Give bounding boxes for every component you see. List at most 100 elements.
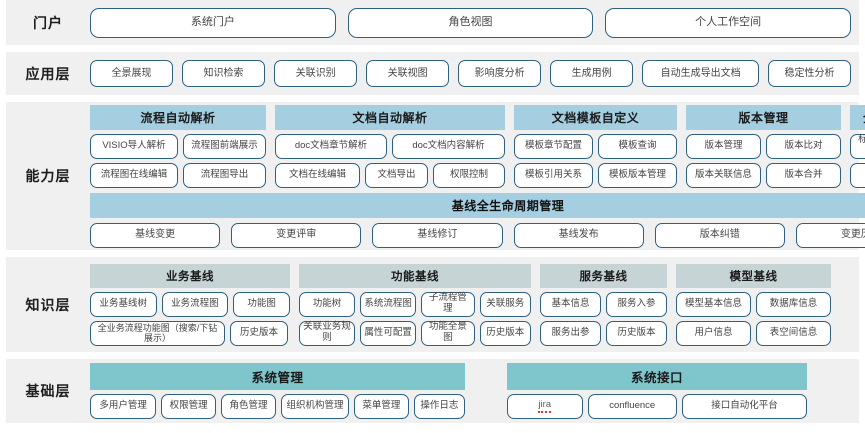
group-service-baseline: 服务基线 基本信息 服务入参 服务出参 历史版本 — [540, 263, 667, 346]
kn-item[interactable]: 历史版本 — [479, 320, 531, 346]
kn-item[interactable]: 系统流程图 — [360, 291, 417, 317]
group-model-baseline: 模型基线 模型基本信息 数据库信息 用户信息 表空间信息 — [676, 263, 831, 346]
kn-item[interactable]: 业务流程图 — [161, 291, 229, 317]
kn-item[interactable]: 功能全景图 — [421, 320, 475, 346]
group-title: 服务基线 — [540, 263, 667, 288]
group-row: 文档在线编辑 文档导出 权限控制 — [275, 162, 505, 188]
group-doc-template: 文档模板自定义 模板章节配置 模板查询 模板引用关系 模板版本管理 — [514, 104, 677, 188]
kn-item[interactable]: 功能图 — [233, 291, 291, 317]
group-row: 版本管理 版本比对 — [686, 133, 841, 159]
kn-item[interactable]: 服务入参 — [606, 291, 667, 317]
kn-item[interactable]: 服务出参 — [540, 320, 601, 346]
group-business-baseline: 业务基线 业务基线树 业务流程图 功能图 全业务流程功能图（搜索/下钻展示） 历… — [90, 263, 291, 346]
cap-item[interactable]: 模板章节配置 — [514, 133, 593, 159]
base-item[interactable]: 菜单管理 — [353, 394, 409, 419]
layer-label-capability: 能力层 — [25, 168, 71, 184]
group-row: 基本信息 服务入参 — [540, 291, 667, 317]
group-function-baseline: 功能基线 功能树 系统流程图 子流程管理 关联服务 关联业务规则 属性可配置 功… — [299, 263, 531, 346]
cap-item[interactable]: VISIO导人解析 — [90, 133, 178, 159]
kn-item[interactable]: 业务基线树 — [90, 291, 157, 317]
group-doc-parse: 文档自动解析 doc文档章节解析 doc文档内容解析 文档在线编辑 文档导出 权… — [275, 104, 505, 188]
base-item[interactable]: 操作日志 — [413, 394, 465, 419]
kn-item[interactable]: 功能树 — [299, 291, 356, 317]
group-row: 多用户管理 权限管理 角色管理 组织机构管理 菜单管理 操作日志 — [90, 394, 465, 419]
cap-item[interactable]: 模板版本管理 — [598, 162, 677, 188]
base-item-jira[interactable]: jira — [507, 394, 583, 419]
group-title: 文档模板自定义 — [514, 104, 677, 130]
app-item-6[interactable]: 自动生成导出文档 — [642, 60, 759, 87]
kn-item[interactable]: 模型基本信息 — [676, 291, 751, 317]
kn-item[interactable]: 数据库信息 — [756, 291, 831, 317]
cap-item[interactable]: 流程图在线编辑 — [90, 162, 178, 188]
base-item[interactable]: 权限管理 — [161, 394, 217, 419]
lifecycle-item-1[interactable]: 变更评审 — [231, 222, 362, 248]
app-item-1[interactable]: 知识检索 — [182, 60, 266, 87]
kn-item[interactable]: 历史版本 — [230, 320, 288, 346]
base-item[interactable]: 角色管理 — [221, 394, 276, 419]
app-item-2[interactable]: 关联识别 — [274, 60, 358, 87]
cap-item[interactable]: 模板引用关系 — [514, 162, 593, 188]
lifecycle-item-3[interactable]: 基线发布 — [513, 222, 644, 248]
group-row: 标签管理/自定义 — [850, 133, 865, 159]
lifecycle-title: 基线全生命周期管理 — [90, 192, 865, 218]
lifecycle-item-0[interactable]: 基线变更 — [90, 222, 221, 248]
kn-item[interactable]: 全业务流程功能图（搜索/下钻展示） — [90, 320, 225, 346]
group-version-mgmt: 版本管理 版本管理 版本比对 版本关联信息 版本合并 — [686, 104, 841, 188]
base-item[interactable]: 组织机构管理 — [280, 394, 349, 419]
base-item-confluence[interactable]: confluence — [587, 394, 677, 419]
lifecycle-item-5[interactable]: 变更历史 — [795, 222, 865, 248]
layer-infrastructure: 基础层 系统管理 多用户管理 权限管理 角色管理 组织机构管理 菜单管理 操作日… — [6, 359, 859, 423]
group-row: 业务基线树 业务流程图 功能图 — [90, 291, 291, 317]
kn-item[interactable]: 关联业务规则 — [299, 320, 356, 346]
kn-item[interactable]: 关联服务 — [479, 291, 531, 317]
lifecycle-item-4[interactable]: 版本纠错 — [654, 222, 785, 248]
cap-item[interactable]: doc文档内容解析 — [392, 133, 505, 159]
cap-item[interactable]: 流程图导出 — [183, 162, 266, 188]
cap-item[interactable]: 版本合并 — [766, 162, 841, 188]
cap-item[interactable]: 文档导出 — [365, 162, 428, 188]
group-row: 模板章节配置 模板查询 — [514, 133, 677, 159]
cap-item[interactable]: doc文档章节解析 — [275, 133, 387, 159]
group-title: 系统管理 — [90, 363, 465, 390]
portal-item-1[interactable]: 角色视图 — [347, 7, 594, 38]
app-item-3[interactable]: 关联视图 — [366, 60, 450, 87]
app-item-4[interactable]: 影响度分析 — [458, 60, 542, 87]
portal-item-2[interactable]: 个人工作空间 — [605, 7, 852, 38]
cap-item[interactable]: 模板查询 — [598, 133, 677, 159]
group-process-parse: 流程自动解析 VISIO导人解析 流程图前端展示 流程图在线编辑 流程图导出 — [90, 104, 266, 188]
kn-item[interactable]: 历史版本 — [606, 320, 667, 346]
group-row: jira confluence 接口自动化平台 — [507, 394, 808, 419]
layer-knowledge: 知识层 业务基线 业务基线树 业务流程图 功能图 全业务流程功能图（搜索/下钻展… — [6, 257, 859, 352]
kn-item[interactable]: 用户信息 — [676, 320, 751, 346]
base-item-api-platform[interactable]: 接口自动化平台 — [681, 394, 808, 419]
cap-item[interactable]: 流程图前端展示 — [183, 133, 266, 159]
app-item-5[interactable]: 生成用例 — [550, 60, 634, 87]
group-row: 产品管理 — [850, 162, 865, 188]
base-item[interactable]: 多用户管理 — [90, 394, 157, 419]
group-row: 功能树 系统流程图 子流程管理 关联服务 — [299, 291, 531, 317]
cap-item[interactable]: 文档在线编辑 — [275, 162, 360, 188]
cap-item[interactable]: 版本比对 — [766, 133, 841, 159]
kn-item[interactable]: 基本信息 — [540, 291, 601, 317]
cap-item[interactable]: 版本关联信息 — [686, 162, 761, 188]
group-title: 系统接口 — [507, 363, 807, 390]
group-row: 用户信息 表空间信息 — [676, 320, 831, 346]
group-title: 文档自动解析 — [275, 104, 505, 130]
application-items: 全景展现 知识检索 关联识别 关联视图 影响度分析 生成用例 自动生成导出文档 … — [90, 60, 852, 87]
kn-item[interactable]: 表空间信息 — [756, 320, 831, 346]
cap-item[interactable]: 权限控制 — [433, 162, 505, 188]
kn-item[interactable]: 属性可配置 — [360, 320, 417, 346]
app-item-0[interactable]: 全景展现 — [90, 60, 174, 87]
kn-item[interactable]: 子流程管理 — [421, 291, 475, 317]
cap-item[interactable]: 产品管理 — [850, 162, 865, 188]
cap-item[interactable]: 版本管理 — [686, 133, 761, 159]
group-title: 版本管理 — [686, 104, 841, 130]
lifecycle-item-2[interactable]: 基线修订 — [372, 222, 503, 248]
cap-item[interactable]: 标签管理/自定义 — [850, 133, 865, 159]
portal-item-0[interactable]: 系统门户 — [90, 7, 336, 38]
group-row: 关联业务规则 属性可配置 功能全景图 历史版本 — [299, 320, 531, 346]
app-item-7[interactable]: 稳定性分析 — [767, 60, 852, 87]
portal-items: 系统门户 角色视图 个人工作空间 — [90, 7, 852, 38]
layer-label-application: 应用层 — [25, 65, 71, 82]
